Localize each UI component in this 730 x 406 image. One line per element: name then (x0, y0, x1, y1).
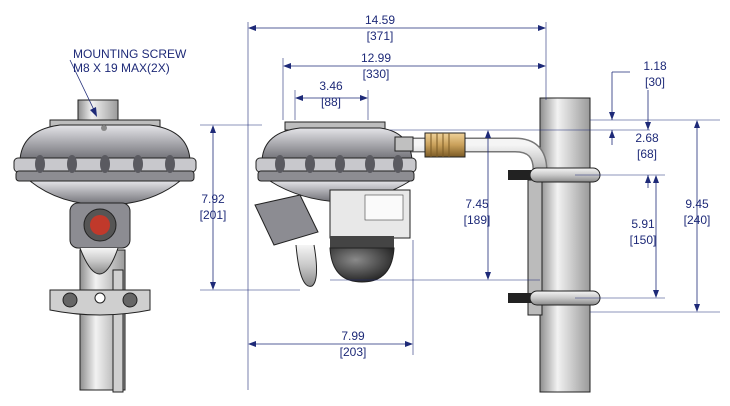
arm-height-mm: [68] (637, 147, 657, 161)
total-height-left-mm: [201] (200, 208, 227, 222)
overall-width-in: 14.59 (365, 13, 395, 27)
clamp-spacing-in: 5.91 (631, 217, 655, 231)
arm-height-in: 2.68 (635, 131, 659, 145)
top-spacing-mm: [88] (321, 95, 341, 109)
top-spacing-in: 3.46 (319, 79, 343, 93)
bottom-width-in: 7.99 (341, 329, 365, 343)
total-height-right-mm: [240] (684, 213, 711, 227)
overall-width-mm: [371] (367, 29, 394, 43)
bracket-width-mm: [330] (363, 67, 390, 81)
total-height-right-in: 9.45 (685, 197, 709, 211)
front-view-unit (13, 99, 197, 393)
inner-height-in: 7.45 (465, 197, 489, 211)
mounting-screw-note-line2: M8 X 19 MAX(2X) (73, 61, 170, 75)
dimension-graphics (69, 22, 720, 390)
inner-height-mm: [189] (464, 213, 491, 227)
total-height-left-in: 7.92 (201, 192, 225, 206)
clearance-in: 1.18 (643, 59, 667, 73)
side-view-unit (254, 97, 601, 393)
clearance-mm: [30] (645, 75, 665, 89)
clamp-spacing-mm: [150] (630, 233, 657, 247)
bracket-width-in: 12.99 (361, 51, 391, 65)
mounting-screw-note-line1: MOUNTING SCREW (73, 47, 187, 61)
bottom-width-mm: [203] (340, 345, 367, 359)
